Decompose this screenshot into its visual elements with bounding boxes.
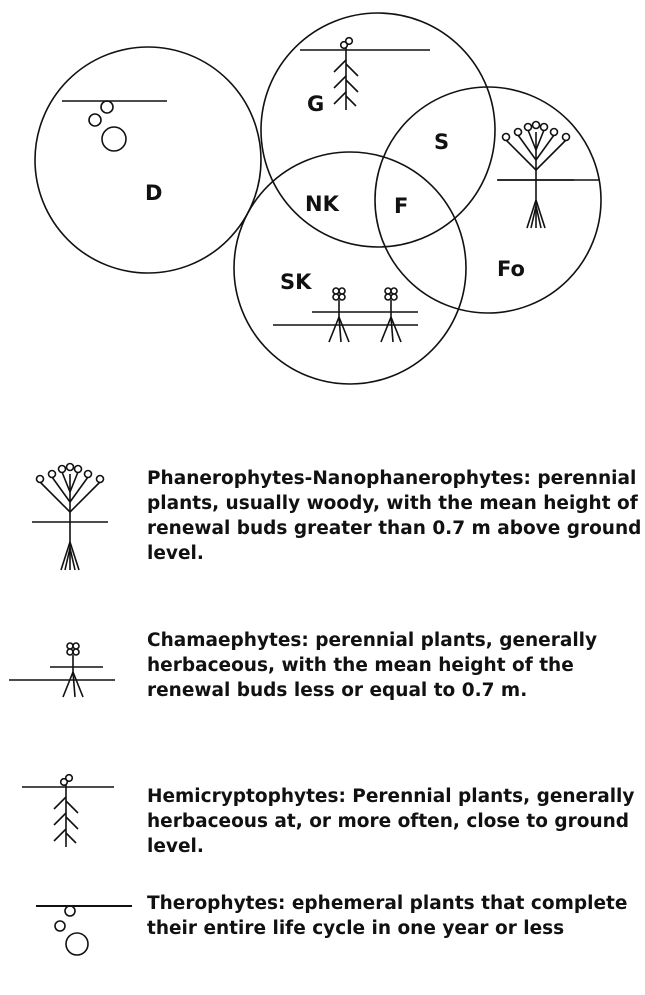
label-g: G bbox=[307, 92, 324, 116]
label-d: D bbox=[145, 181, 162, 205]
phanerophyte-symbol-fo bbox=[497, 122, 600, 229]
circle-g bbox=[261, 13, 495, 247]
label-s: S bbox=[434, 130, 449, 154]
circle-d bbox=[35, 47, 261, 273]
hemicryptophyte-icon bbox=[22, 775, 114, 847]
label-sk: SK bbox=[280, 270, 312, 294]
legend-text-chamaephytes: Chamaephytes: perennial plants, generall… bbox=[147, 628, 642, 703]
phanerophyte-icon bbox=[32, 464, 108, 571]
circle-fo bbox=[375, 87, 601, 313]
therophyte-symbol-d bbox=[62, 101, 167, 151]
chamaephyte-symbols-sk bbox=[273, 288, 418, 342]
therophyte-icon bbox=[36, 906, 132, 955]
legend-text-therophytes: Therophytes: ephemeral plants that compl… bbox=[147, 891, 642, 941]
legend-text-hemicryptophytes: Hemicryptophytes: Perennial plants, gene… bbox=[147, 784, 642, 859]
legend-text-phanerophytes: Phanerophytes-Nanophanerophytes: perenni… bbox=[147, 466, 642, 566]
chamaephyte-icon bbox=[9, 643, 115, 697]
label-f: F bbox=[394, 194, 408, 218]
label-fo: Fo bbox=[497, 257, 525, 281]
circle-sk bbox=[234, 152, 466, 384]
label-nk: NK bbox=[305, 192, 340, 216]
